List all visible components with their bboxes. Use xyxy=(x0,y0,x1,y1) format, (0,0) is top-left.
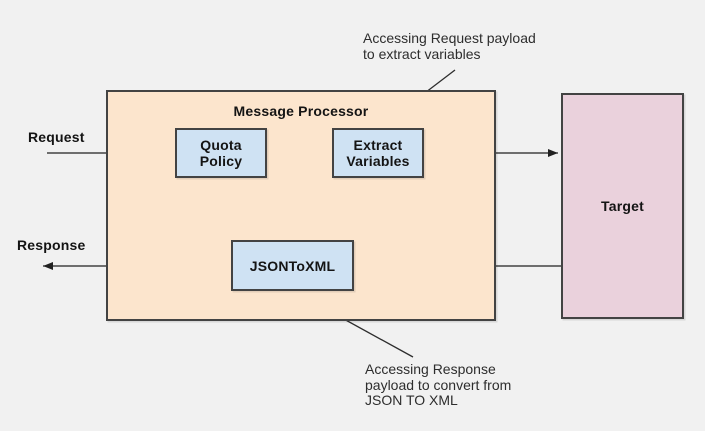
quota-policy-node: Quota Policy xyxy=(175,128,267,178)
target-node: Target xyxy=(561,93,684,319)
target-label: Target xyxy=(601,198,644,214)
json-to-xml-node: JSONToXML xyxy=(231,240,354,291)
request-payload-annotation: Accessing Request payload to extract var… xyxy=(363,30,536,62)
message-processor-title: Message Processor xyxy=(233,103,369,119)
extract-variables-label: Extract Variables xyxy=(346,137,410,169)
extract-variables-node: Extract Variables xyxy=(332,128,424,178)
response-flow-label: Response xyxy=(17,237,86,253)
quota-policy-label: Quota Policy xyxy=(199,137,243,169)
response-payload-annotation: Accessing Response payload to convert fr… xyxy=(365,361,512,408)
request-flow-label: Request xyxy=(28,129,85,145)
json-to-xml-label: JSONToXML xyxy=(249,257,336,274)
